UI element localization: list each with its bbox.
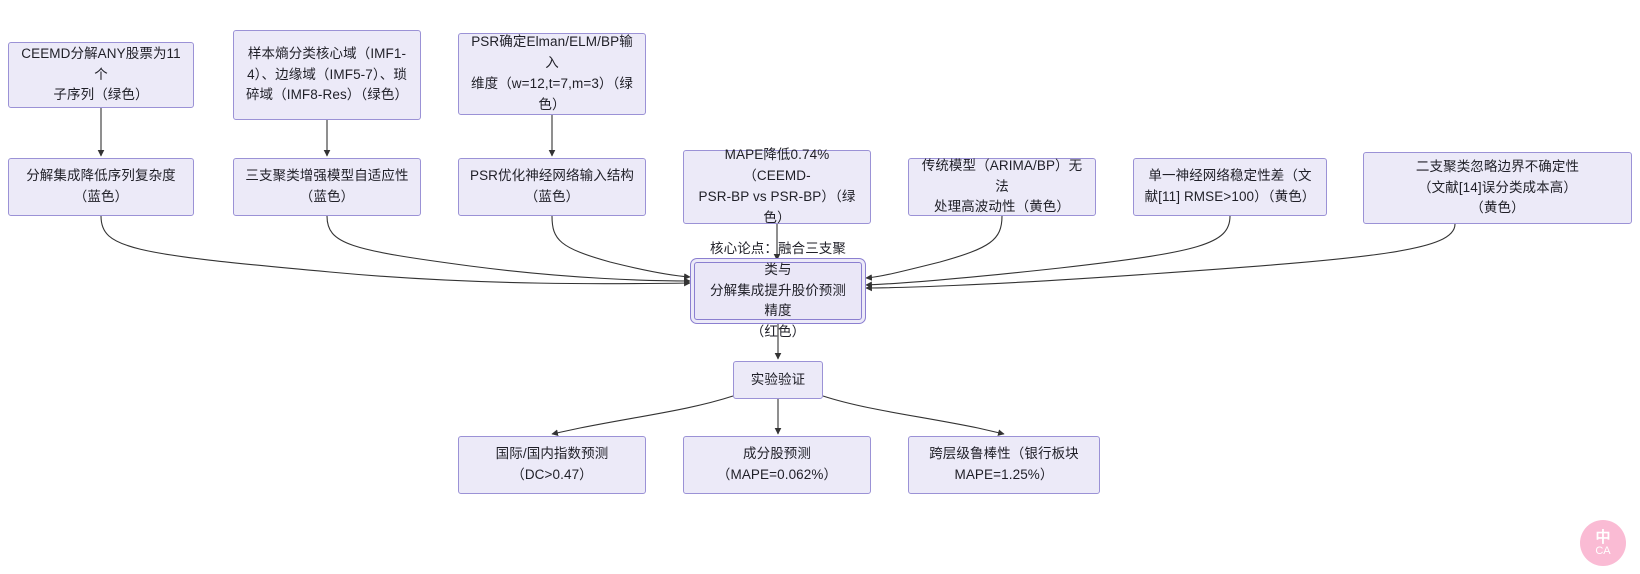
watermark-line2: CA: [1595, 544, 1611, 557]
node-label: 成分股预测 （MAPE=0.062%）: [716, 446, 838, 482]
node-n12[interactable]: 国际/国内指数预测 （DC>0.47）: [458, 436, 646, 494]
edge-n9-core: [865, 215, 1231, 289]
edge-n6-core: [551, 215, 691, 280]
node-n10[interactable]: 二支聚类忽略边界不确定性 （文献[14]误分类成本高） （黄色）: [1363, 152, 1632, 224]
node-label: MAPE降低0.74%（CEEMD- PSR-BP vs PSR-BP）（绿 色…: [698, 147, 856, 225]
node-label: 国际/国内指数预测 （DC>0.47）: [495, 446, 609, 482]
node-label: 分解集成降低序列复杂度 （蓝色）: [26, 168, 176, 204]
node-n14[interactable]: 跨层级鲁棒性（银行板块 MAPE=1.25%）: [908, 436, 1100, 494]
edge-n11-n12: [551, 395, 734, 436]
edge-n4-core: [100, 215, 691, 287]
node-label: 核心论点：融合三支聚类与 分解集成提升股价预测精度 （红色）: [710, 240, 846, 340]
watermark-badge: 中 CA: [1580, 520, 1626, 566]
node-n7[interactable]: MAPE降低0.74%（CEEMD- PSR-BP vs PSR-BP）（绿 色…: [683, 147, 871, 225]
node-label: PSR确定Elman/ELM/BP输入 维度（w=12,t=7,m=3）（绿 色…: [471, 34, 633, 112]
edge-n11-n14: [822, 395, 1005, 436]
node-n3[interactable]: PSR确定Elman/ELM/BP输入 维度（w=12,t=7,m=3）（绿 色…: [458, 33, 646, 115]
node-label: 三支聚类增强模型自适应性 （蓝色）: [245, 168, 409, 204]
node-label: 实验验证: [750, 371, 806, 387]
node-label: 二支聚类忽略边界不确定性 （文献[14]误分类成本高） （黄色）: [1415, 158, 1580, 216]
node-n6[interactable]: PSR优化神经网络输入结构 （蓝色）: [458, 158, 646, 216]
node-n4[interactable]: 分解集成降低序列复杂度 （蓝色）: [8, 158, 194, 216]
node-n1[interactable]: CEEMD分解ANY股票为11个 子序列（绿色）: [8, 42, 194, 108]
node-core[interactable]: 核心论点：融合三支聚类与 分解集成提升股价预测精度 （红色）: [694, 241, 862, 339]
node-n8[interactable]: 传统模型（ARIMA/BP）无法 处理高波动性（黄色）: [908, 158, 1096, 216]
edge-n10-core: [865, 223, 1456, 292]
node-n2[interactable]: 样本熵分类核心域（IMF1- 4）、边缘域（IMF5-7）、琐 碎域（IMF8-…: [233, 30, 421, 120]
node-label: 单一神经网络稳定性差（文 献[11] RMSE>100）（黄色）: [1144, 168, 1316, 204]
edge-n5-core: [326, 215, 691, 285]
edge-n8-core: [865, 215, 1003, 281]
node-n13[interactable]: 成分股预测 （MAPE=0.062%）: [683, 436, 871, 494]
node-label: 跨层级鲁棒性（银行板块 MAPE=1.25%）: [929, 446, 1079, 482]
node-label: CEEMD分解ANY股票为11个 子序列（绿色）: [21, 45, 181, 103]
node-n9[interactable]: 单一神经网络稳定性差（文 献[11] RMSE>100）（黄色）: [1133, 158, 1327, 216]
watermark-line1: 中: [1595, 528, 1611, 546]
node-label: 传统模型（ARIMA/BP）无法 处理高波动性（黄色）: [921, 157, 1083, 215]
node-label: PSR优化神经网络输入结构 （蓝色）: [469, 168, 635, 204]
node-label: 样本熵分类核心域（IMF1- 4）、边缘域（IMF5-7）、琐 碎域（IMF8-…: [245, 45, 409, 103]
node-n11[interactable]: 实验验证: [733, 361, 823, 399]
node-n5[interactable]: 三支聚类增强模型自适应性 （蓝色）: [233, 158, 421, 216]
